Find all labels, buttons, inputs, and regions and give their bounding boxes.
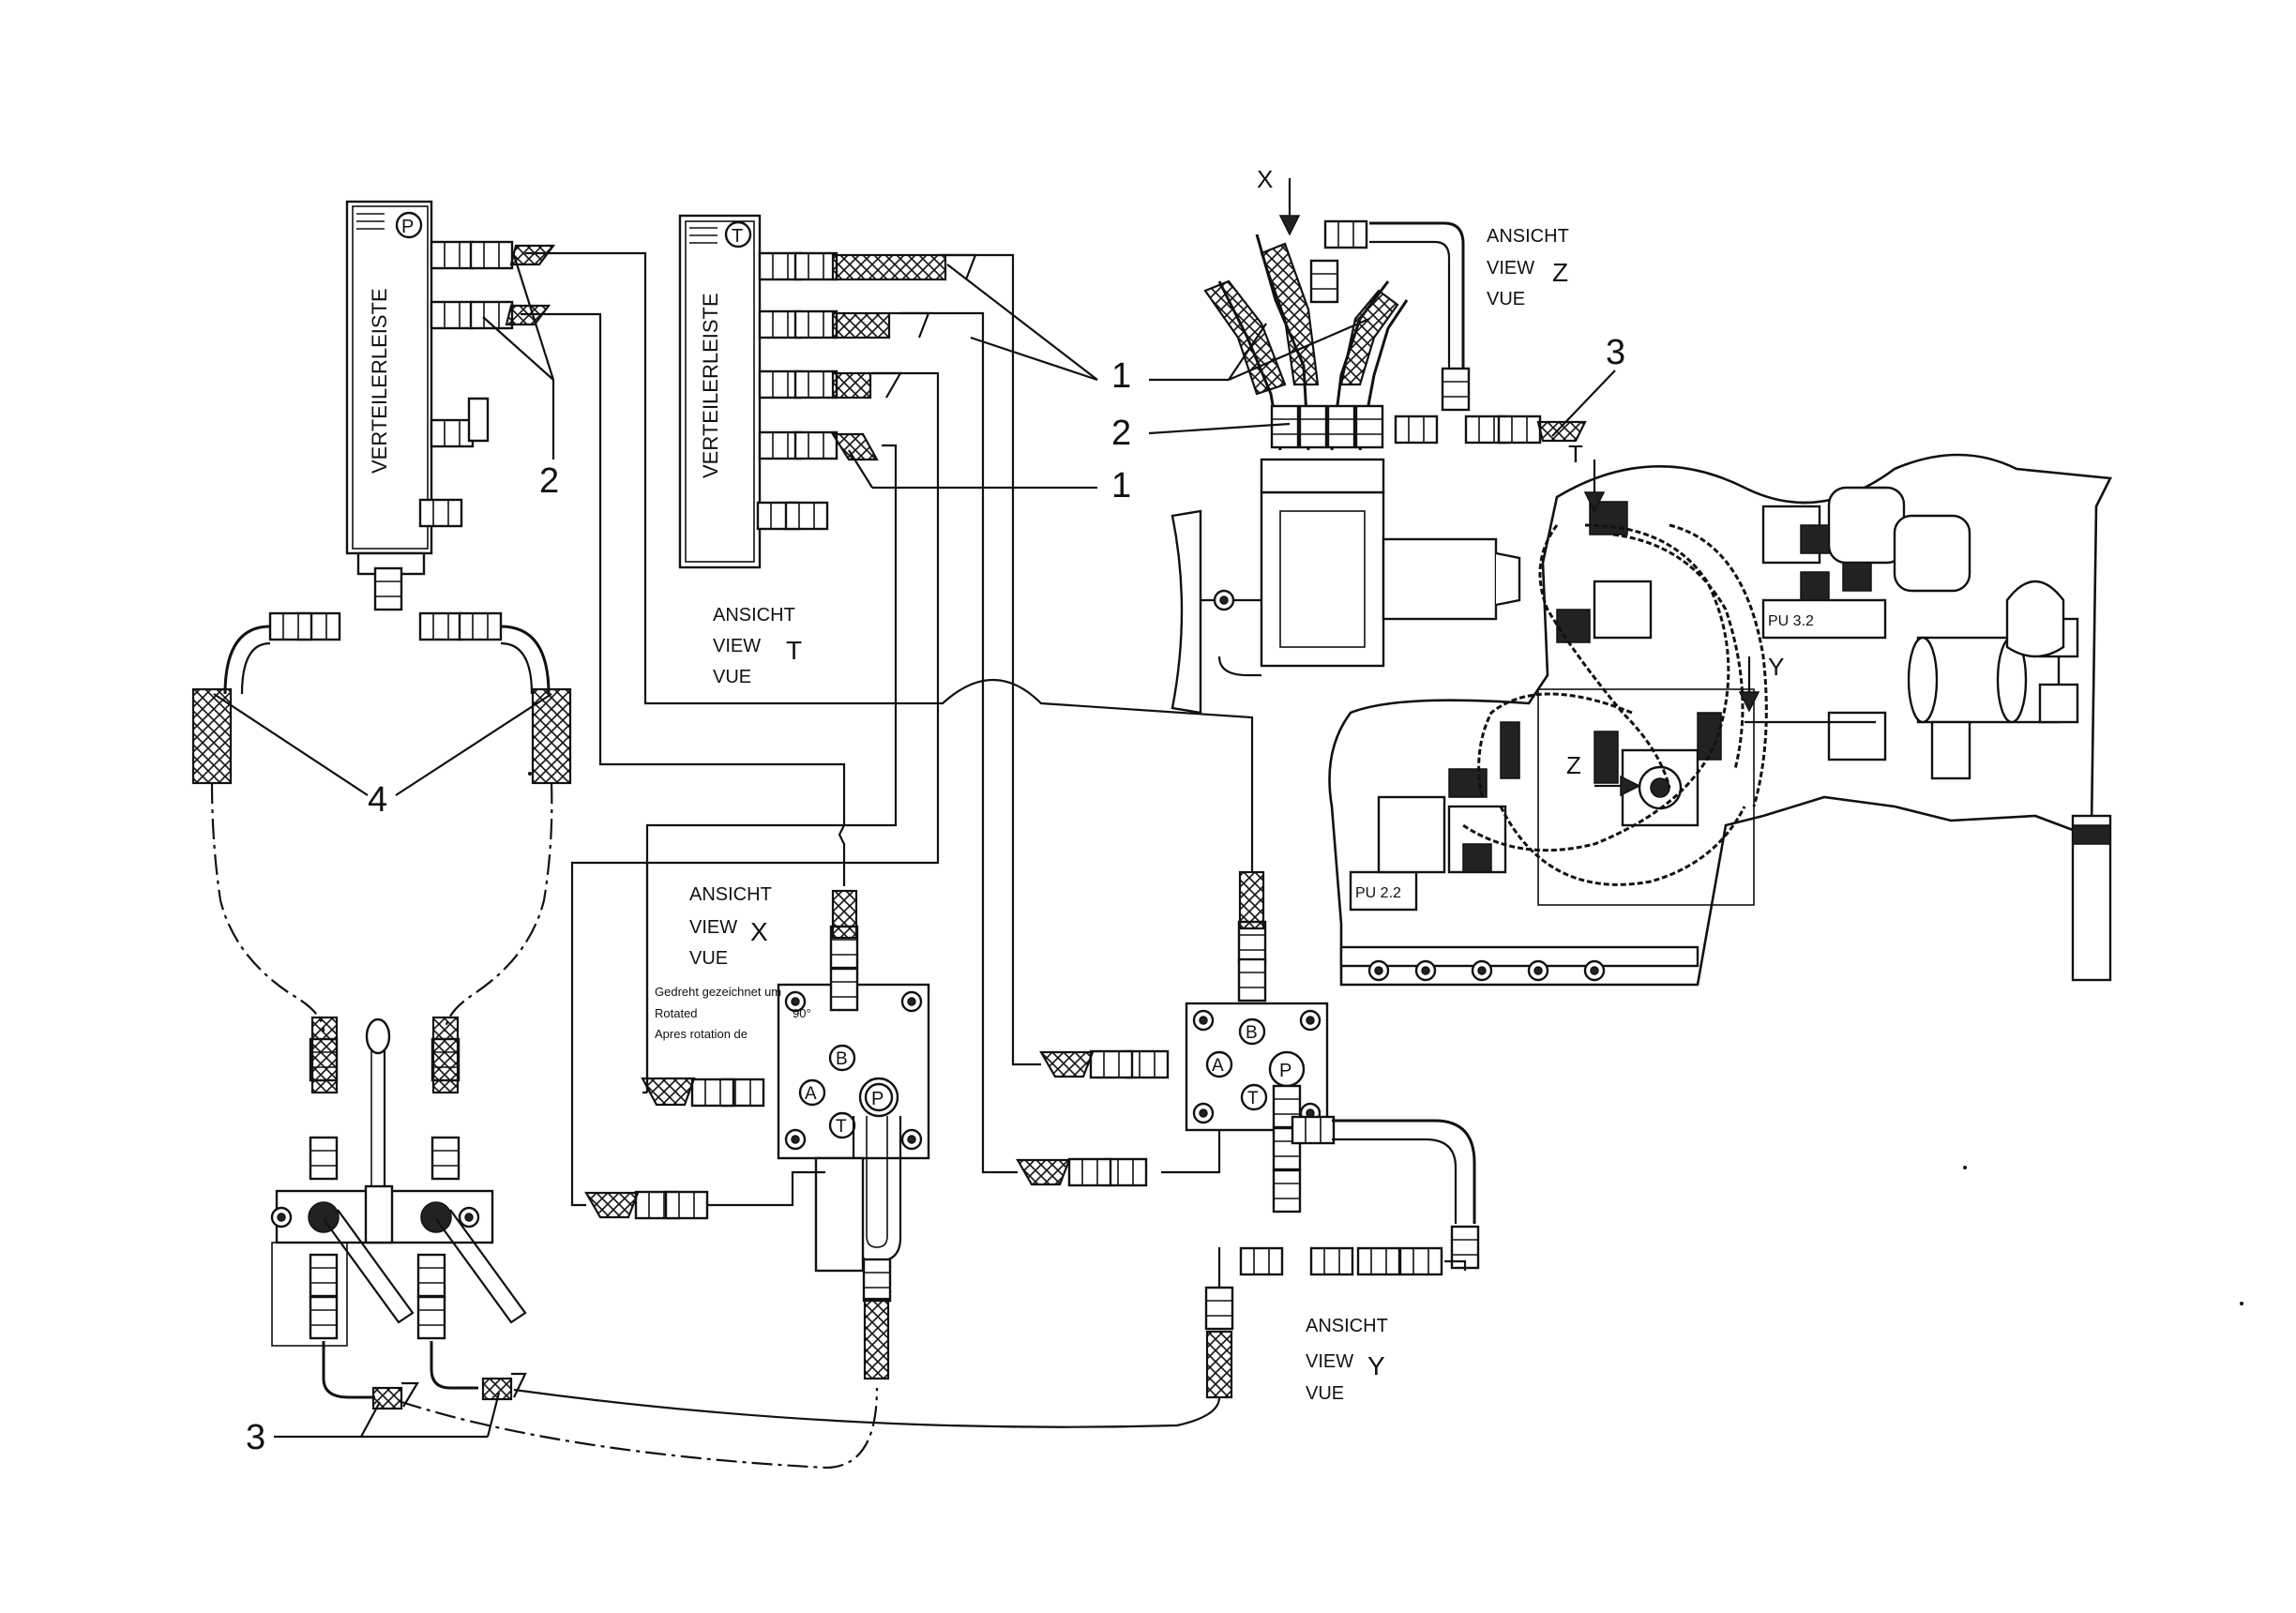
view-t-view: VIEW — [713, 636, 761, 656]
view-x-note-french: Apres rotation de — [655, 1027, 748, 1041]
view-z-ansicht: ANSICHT — [1487, 226, 1569, 247]
view-arrow-x-label: X — [1257, 165, 1273, 193]
view-x-vue: VUE — [689, 948, 728, 969]
view-arrow-y-label: Y — [1768, 653, 1784, 681]
valve-y-port-t: T — [1247, 1089, 1259, 1108]
view-z-vue: VUE — [1487, 289, 1525, 309]
distributor-t-port-label: T — [732, 226, 743, 247]
view-label-x: ANSICHT VIEW X VUE Gedreht gezeichnet um… — [655, 884, 811, 1041]
valve-block-y: B A T P — [1016, 870, 1480, 1399]
view-x-note-english: Rotated — [655, 1006, 698, 1020]
view-t-vue: VUE — [713, 667, 751, 687]
port-t-marker — [724, 220, 752, 249]
view-x-ansicht: ANSICHT — [689, 884, 772, 905]
view-x-note-german: Gedreht gezeichnet um — [655, 985, 781, 999]
machine-overview: PU 3.2 PU 2.2 — [1257, 165, 2113, 987]
view-y-view: VIEW — [1306, 1351, 1353, 1372]
manifold-block-lower-left — [270, 1016, 527, 1410]
valve-block-x: B A T P — [584, 889, 930, 1380]
view-t-letter: T — [786, 636, 802, 665]
valve-x-port-p: P — [871, 1089, 884, 1109]
valve-x-port-t: T — [836, 1117, 847, 1137]
view-z-view: VIEW — [1487, 258, 1534, 279]
callout-1-top: 1 — [1111, 356, 1131, 396]
callout-1-bottom: 1 — [1111, 466, 1131, 505]
view-z-letter: Z — [1552, 258, 1568, 287]
speck-marks — [528, 772, 2243, 1305]
view-label-t: ANSICHT VIEW T VUE — [713, 605, 802, 687]
view-y-letter: Y — [1367, 1351, 1385, 1380]
callout-2-right: 2 — [1111, 414, 1131, 453]
valve-y-port-a: A — [1212, 1056, 1224, 1076]
port-p-marker — [395, 211, 423, 239]
callouts: 1 1 2 2 3 3 4 — [213, 254, 1625, 1457]
distributor-block-p: VERTEILERLEISTE P — [191, 200, 572, 785]
valve-y-port-b: B — [1246, 1023, 1258, 1043]
valve-y-port-p: P — [1279, 1061, 1292, 1081]
valve-x-port-a: A — [805, 1084, 817, 1104]
callout-3-bottom: 3 — [246, 1418, 265, 1457]
distributor-p-port-label: P — [401, 217, 414, 237]
distributor-p-title: VERTEILERLEISTE — [368, 288, 391, 474]
view-t-ansicht: ANSICHT — [713, 605, 795, 626]
distributor-block-t: VERTEILERLEISTE T — [678, 214, 977, 569]
callout-3-right: 3 — [1606, 333, 1625, 372]
view-x-angle: 90° — [793, 1006, 811, 1020]
view-x-letter: X — [750, 917, 768, 946]
callout-4: 4 — [368, 780, 387, 820]
view-label-y: ANSICHT VIEW Y VUE — [1306, 1316, 1388, 1404]
view-arrow-z-label: Z — [1566, 751, 1581, 779]
hose-routing-lines — [210, 251, 1254, 1470]
view-arrow-t-label: T — [1568, 440, 1583, 468]
callout-2-left: 2 — [539, 461, 559, 501]
distributor-t-title: VERTEILERLEISTE — [699, 293, 722, 478]
view-y-ansicht: ANSICHT — [1306, 1316, 1388, 1336]
valve-x-port-b: B — [836, 1049, 848, 1069]
view-y-vue: VUE — [1306, 1383, 1344, 1404]
machine-label-pu32: PU 3.2 — [1768, 613, 1814, 629]
view-label-z: ANSICHT VIEW Z VUE — [1487, 226, 1569, 309]
view-x-view: VIEW — [689, 917, 737, 938]
machine-label-pu22: PU 2.2 — [1355, 885, 1401, 901]
